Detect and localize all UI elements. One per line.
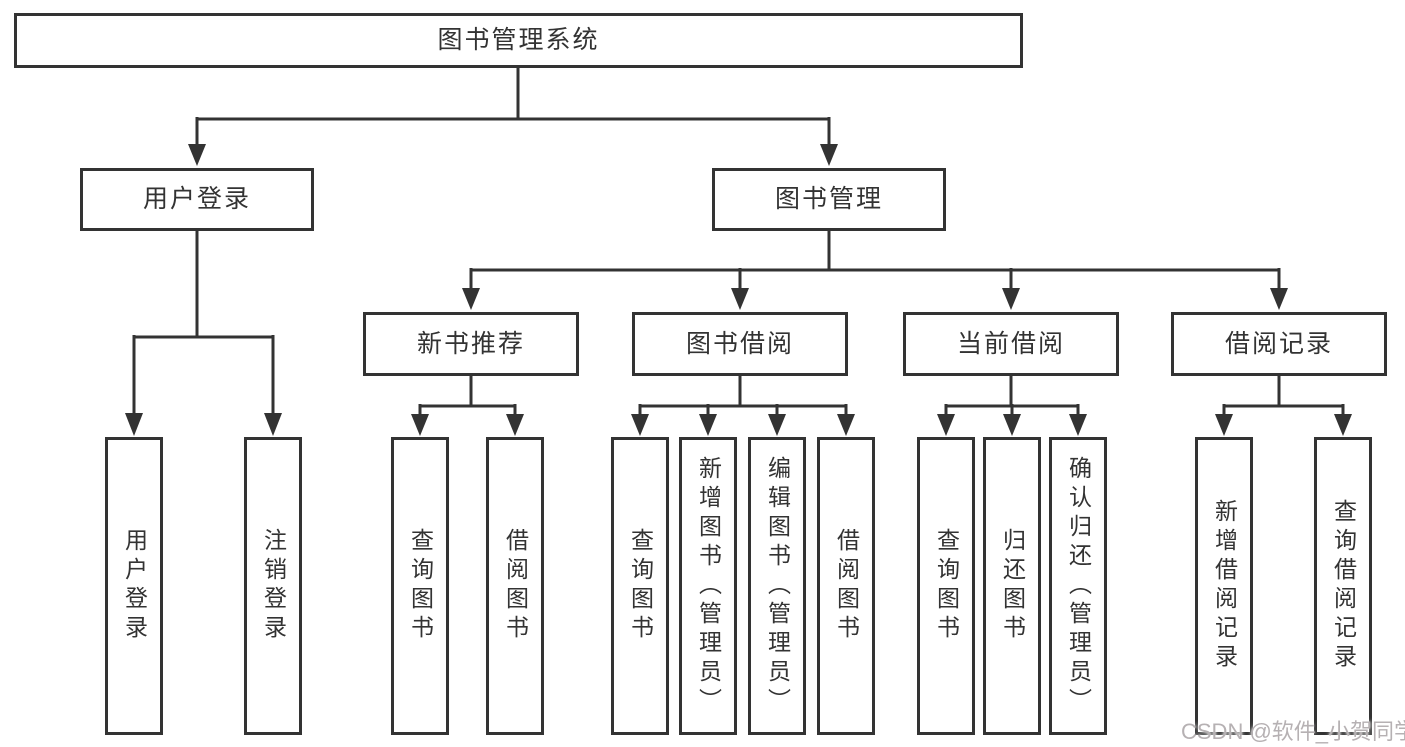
node-label: 查询借阅记录 <box>1330 499 1357 673</box>
leaf-query-books-current: 查询图书 <box>917 437 975 735</box>
connector-user-login-children <box>125 231 282 436</box>
leaf-user-login: 用户登录 <box>105 437 163 735</box>
node-label: 当前借阅 <box>956 329 1065 358</box>
connector-borrow-records-children <box>1215 376 1352 436</box>
node-label: 用户登录 <box>121 528 148 644</box>
node-label: 查询图书 <box>407 528 434 644</box>
node-borrow-records: 借阅记录 <box>1171 312 1387 376</box>
leaf-return-books: 归还图书 <box>983 437 1041 735</box>
leaf-query-books-recommend: 查询图书 <box>391 437 449 735</box>
node-label: 用户登录 <box>142 185 251 213</box>
leaf-query-borrow-record: 查询借阅记录 <box>1314 437 1372 735</box>
node-book-management: 图书管理 <box>712 168 946 231</box>
node-user-login: 用户登录 <box>80 168 314 231</box>
leaf-confirm-return-admin: 确认归还（管理员） <box>1049 437 1107 735</box>
node-book-management-system: 图书管理系统 <box>14 13 1023 68</box>
leaf-borrow-books: 借阅图书 <box>817 437 875 735</box>
node-label: 查询图书 <box>933 528 960 644</box>
leaf-logout-login: 注销登录 <box>244 437 302 735</box>
node-label: 图书管理系统 <box>437 26 600 54</box>
leaf-query-books-borrow: 查询图书 <box>611 437 669 735</box>
connector-book-mgmt-children <box>462 231 1288 310</box>
node-book-borrow: 图书借阅 <box>632 312 848 376</box>
csdn-watermark: CSDN @软件_小贺同学 <box>1181 719 1405 744</box>
node-label: 借阅图书 <box>833 528 860 644</box>
node-current-borrow: 当前借阅 <box>903 312 1119 376</box>
connector-root-to-level2 <box>188 68 838 166</box>
node-label: 图书管理 <box>774 185 883 213</box>
node-label: 新增图书（管理员） <box>695 455 722 717</box>
node-new-book-recommend: 新书推荐 <box>363 312 579 376</box>
leaf-edit-books-admin: 编辑图书（管理员） <box>748 437 806 735</box>
node-label: 确认归还（管理员） <box>1065 455 1092 717</box>
leaf-borrow-books-recommend: 借阅图书 <box>486 437 544 735</box>
node-label: 新增借阅记录 <box>1211 499 1238 673</box>
node-label: 借阅图书 <box>502 528 529 644</box>
node-label: 新书推荐 <box>416 329 525 358</box>
node-label: 编辑图书（管理员） <box>764 455 791 717</box>
connector-current-borrow-children <box>937 376 1087 436</box>
node-label: 注销登录 <box>260 528 287 644</box>
leaf-add-borrow-record: 新增借阅记录 <box>1195 437 1253 735</box>
node-label: 图书借阅 <box>685 329 794 358</box>
node-label: 查询图书 <box>627 528 654 644</box>
node-label: 借阅记录 <box>1224 329 1333 358</box>
connector-book-borrow-children <box>631 376 855 436</box>
connector-new-book-children <box>411 376 524 436</box>
leaf-add-books-admin: 新增图书（管理员） <box>679 437 737 735</box>
node-label: 归还图书 <box>999 528 1026 644</box>
